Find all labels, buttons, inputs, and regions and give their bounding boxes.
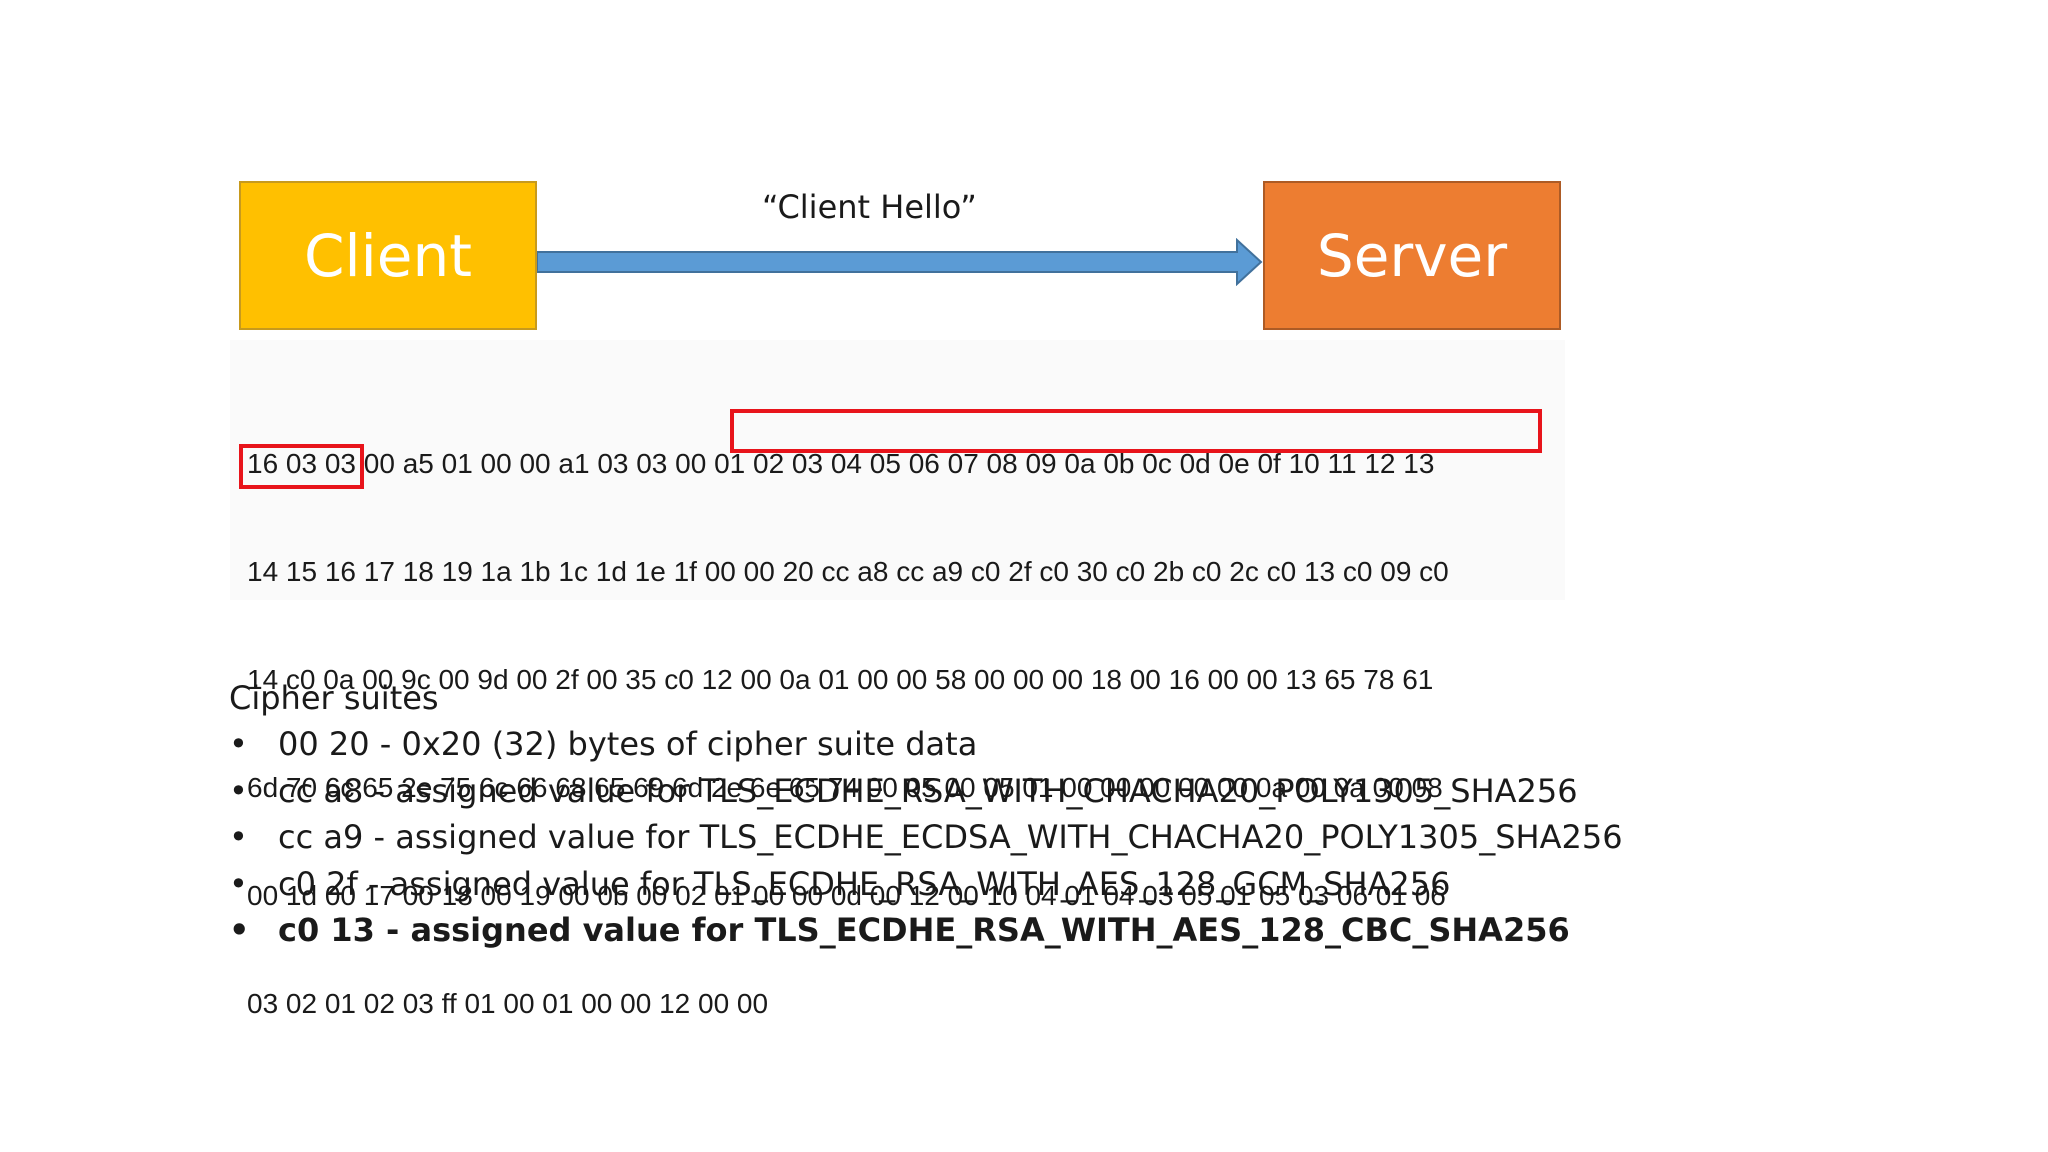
client-label: Client: [304, 221, 472, 290]
list-item: c0 2f - assigned value for TLS_ECDHE_RSA…: [229, 861, 1623, 908]
hex-line-3: 14 c0 0a 00 9c 00 9d 00 2f 00 35 c0 12 0…: [247, 664, 1434, 695]
list-item: cc a9 - assigned value for TLS_ECDHE_ECD…: [229, 814, 1623, 861]
client-hello-label: “Client Hello”: [762, 188, 977, 226]
hex-line-1: 16 03 03 00 a5 01 00 00 a1 03 03 00 01 0…: [247, 448, 1435, 479]
cipher-suites-highlight-box: [730, 409, 1542, 453]
server-box: Server: [1263, 181, 1561, 330]
client-to-server-arrow: [536, 237, 1263, 287]
hex-dump-background: [230, 340, 1565, 600]
cipher-suites-section: Cipher suites 00 20 - 0x20 (32) bytes of…: [229, 675, 1623, 954]
list-item: 00 20 - 0x20 (32) bytes of cipher suite …: [229, 721, 1623, 768]
client-box: Client: [239, 181, 537, 330]
cipher-suites-highlight-box-continued: [239, 444, 364, 489]
list-item: cc a8 - assigned value for TLS_ECDHE_RSA…: [229, 768, 1623, 815]
right-arrow-icon: [536, 237, 1263, 287]
cipher-suites-list: 00 20 - 0x20 (32) bytes of cipher suite …: [229, 721, 1623, 954]
hex-line-6: 03 02 01 02 03 ff 01 00 01 00 00 12 00 0…: [247, 988, 769, 1019]
cipher-suites-heading: Cipher suites: [229, 679, 439, 717]
server-label: Server: [1316, 221, 1508, 290]
list-item: c0 13 - assigned value for TLS_ECDHE_RSA…: [229, 907, 1623, 954]
hex-line-2: 14 15 16 17 18 19 1a 1b 1c 1d 1e 1f 00 0…: [247, 556, 1449, 587]
